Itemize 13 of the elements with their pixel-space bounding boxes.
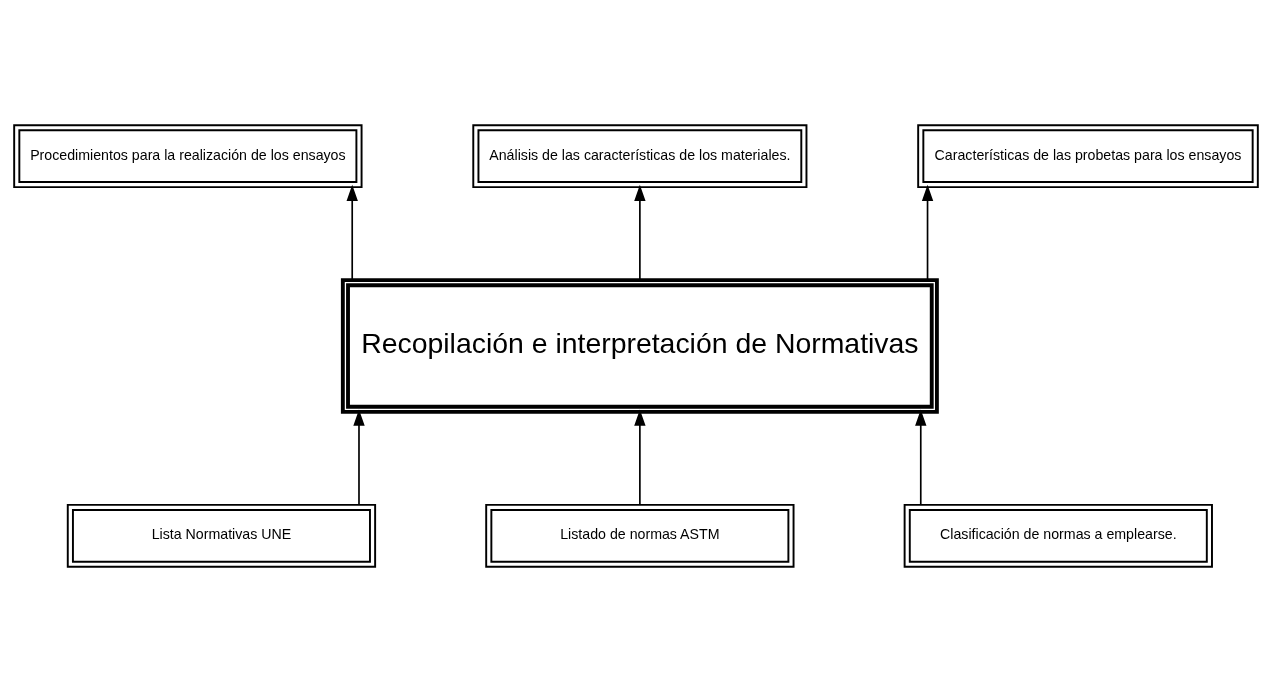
node-box: Lista Normativas UNE [66,503,377,568]
arrow [921,184,934,281]
arrow [353,409,365,506]
node-box: Listado de normas ASTM [485,503,795,568]
arrow [634,184,646,281]
arrow [915,409,927,506]
node-box: Análisis de las características de los materiales. [472,124,808,189]
node-box: Recopilación e interpretación de Normativas [340,278,939,414]
node-box: Clasificación de normas a emplearse. [903,503,1213,568]
arrow [346,184,358,281]
node-box: Procedimientos para la realización de los ensayos [13,124,363,189]
arrow [634,409,646,506]
node-box: Características de las probetas para los ensayos [917,124,1259,189]
